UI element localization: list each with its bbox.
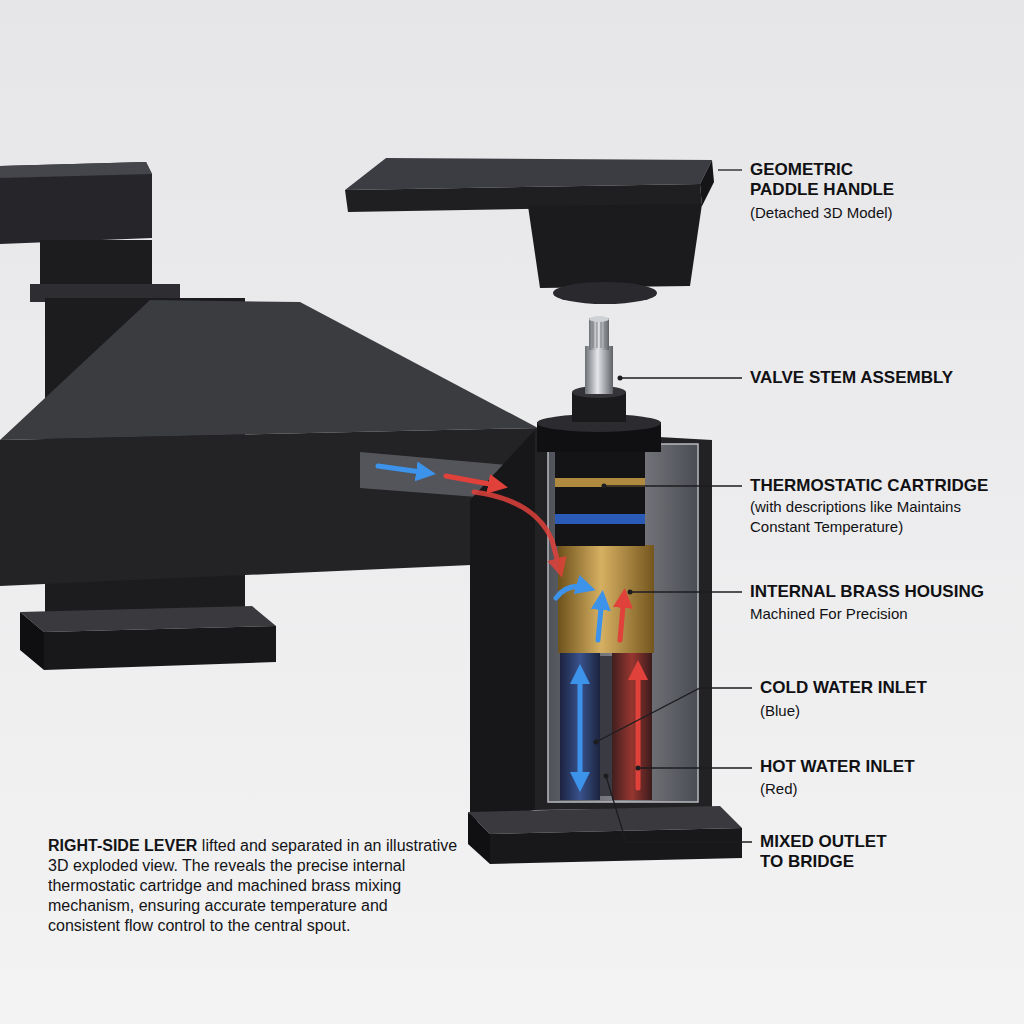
cutaway-window: [548, 444, 698, 802]
hot-flow-arrow: [446, 476, 500, 486]
stem-spline: [589, 318, 609, 350]
part-note: (with descriptions like Maintains Consta…: [750, 497, 1012, 537]
right-column: [470, 430, 712, 822]
right-base-front: [490, 828, 742, 864]
paddle-end: [700, 160, 714, 206]
leader-line: [596, 688, 752, 742]
bridge-top: [0, 300, 538, 440]
part-name: MIXED OUTLET TO BRIDGE: [760, 832, 910, 872]
cutaway-edge: [548, 444, 698, 802]
cartridge-body: [555, 448, 645, 546]
leader-dot: [604, 774, 609, 779]
handle-collar: [553, 282, 657, 304]
bridge-front: [0, 428, 538, 586]
column-side: [470, 430, 535, 822]
part-name: THERMOSTATIC CARTRIDGE: [750, 476, 1018, 496]
stem-tip: [589, 316, 609, 322]
left-paddle: [0, 162, 152, 244]
left-base-front: [44, 626, 276, 670]
part-note: (Detached 3D Model): [750, 203, 1012, 222]
spline-teeth: [593, 320, 605, 348]
bridge: [0, 300, 548, 586]
leader-line: [630, 591, 742, 592]
leader-dot: [628, 590, 633, 595]
leader-dots: [594, 376, 641, 779]
hot-up-arrow: [620, 596, 624, 640]
brass-housing: [558, 545, 654, 653]
left-handle: [0, 162, 180, 302]
part-name: INTERNAL BRASS HOUSING: [750, 582, 1018, 602]
cold-flow-arrow: [378, 466, 428, 473]
caption-lead: RIGHT-SIDE LEVER: [48, 837, 197, 854]
leader-lines: [596, 170, 752, 842]
hot-tube-arrow: [636, 668, 641, 788]
leader-dot: [618, 376, 623, 381]
part-name: VALVE STEM ASSEMBLY: [750, 368, 1018, 388]
part-note: (Red): [760, 779, 1018, 799]
inlet-tubes: [560, 650, 652, 800]
part-name: HOT WATER INLET: [760, 757, 1018, 777]
part-note: (Blue): [760, 701, 1018, 721]
handle-neck: [528, 204, 702, 288]
leader-line: [620, 377, 742, 378]
leader-line: [604, 485, 742, 486]
thermostatic-cartridge: [537, 316, 661, 546]
hot-tube: [612, 650, 652, 800]
part-note: Machined For Precision: [750, 604, 1012, 624]
column-front: [535, 430, 712, 810]
left-paddle-top: [0, 162, 152, 178]
cold-swirl-arrow: [556, 586, 588, 598]
leader-dot: [594, 740, 599, 745]
left-base-side: [20, 612, 44, 670]
valve-stem: [585, 346, 613, 394]
cold-tube-arrow: [578, 672, 583, 784]
detached-handle: [345, 158, 714, 304]
part-name: GEOMETRIC PADDLE HANDLE: [750, 160, 910, 200]
leader-dot: [602, 484, 607, 489]
mixed-flow-curve: [474, 492, 560, 570]
cold-tube: [560, 650, 600, 800]
leader-line: [606, 776, 752, 842]
right-base-side: [468, 812, 490, 864]
flow-arrows: [378, 466, 638, 788]
leader-line: [718, 169, 742, 170]
leader-dot: [636, 766, 641, 771]
part-name: COLD WATER INLET: [760, 678, 1018, 698]
cartridge-seal: [555, 514, 645, 524]
right-base: [468, 806, 742, 864]
leader-line: [638, 767, 752, 768]
cold-up-arrow: [598, 598, 602, 640]
outlet-tube: [600, 656, 612, 796]
caption-block: RIGHT-SIDE LEVERlifted and separated in …: [48, 836, 460, 936]
